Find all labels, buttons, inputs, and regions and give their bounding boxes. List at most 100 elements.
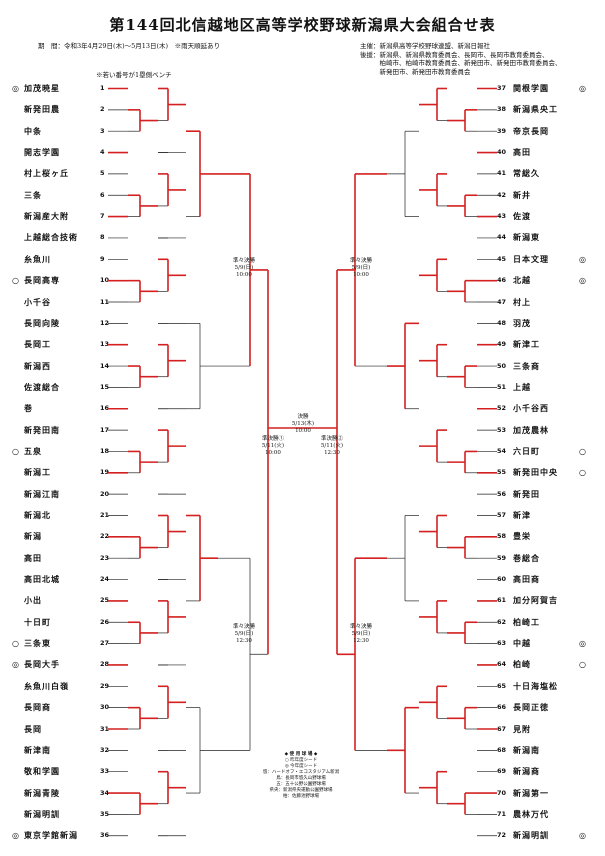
team-name: 開志学園 [24,147,60,158]
team-number: 29 [100,681,110,690]
qf-box-4: 準々決勝 5/9(日) 12:30 [341,624,381,645]
team-name: 巻 [24,403,33,414]
team-number: 24 [100,575,110,584]
team-name: 柏崎工 [513,616,540,627]
team-number: 67 [497,724,507,733]
team-name: 佐渡 [513,211,531,222]
semi-left-time: 10:00 [265,450,281,456]
team-number: 30 [100,703,110,712]
team-name: 三条東 [24,638,51,649]
team-name: 村上桜ヶ丘 [24,168,69,179]
team-name: 新津南 [24,744,51,755]
team-name: 新潟明訓 [24,808,60,819]
team-name: 新潟江南 [24,488,60,499]
team-number: 54 [497,446,507,455]
team-row: 67 見附 [497,723,593,736]
seed-mark: ◎ [579,254,586,264]
team-number: 6 [100,190,105,199]
team-number: 28 [100,660,110,669]
team-number: 59 [497,553,507,562]
qf-2-time: 12:30 [236,638,252,644]
team-name: 常総久 [513,168,540,179]
team-name: 新潟第一 [513,787,549,798]
seed-mark: ◎ [579,276,586,286]
legend-line-7: 柏：佐藤池野球場 [283,794,319,799]
team-number: 8 [100,233,105,242]
team-number: 15 [100,382,110,391]
team-number: 1 [100,84,105,92]
team-name: 中越 [513,638,531,649]
team-name: 三条商 [513,360,540,371]
seed-mark: ◎ [12,831,19,841]
qf-1-label: 準々決勝 [232,258,255,264]
team-name: 羽茂 [513,317,531,328]
venue-legend: ◆ 使 用 球 場 ◆ ○ 昨年度シード ◎ 今年度シード 悠：ハードオフ・エコ… [226,752,376,800]
qf-box-3: 準々決勝 5/9(日) 10:00 [341,258,381,279]
team-number: 11 [100,297,110,306]
qf-4-label: 準々決勝 [349,624,372,630]
team-number: 40 [497,148,507,157]
team-name: 新発田農 [24,104,60,115]
team-name: 柏崎 [513,659,531,670]
bench-note: ※若い番号が1塁側ベンチ [96,71,172,79]
semi-left-label: 準決勝① [261,436,284,442]
team-number: 47 [497,297,507,306]
team-number: 9 [100,254,105,263]
legend-line-3: 悠：ハードオフ・エコスタジアム新潟 [262,770,340,775]
team-number: 39 [497,126,507,135]
team-name: 農林万代 [513,808,549,819]
team-number: 27 [100,639,110,648]
legend-line-1: ○ 昨年度シード [284,758,318,763]
team-number: 25 [100,596,110,605]
team-number: 71 [497,809,507,818]
team-name: 五泉 [24,445,42,456]
qf-4-date: 5/9(日) [351,631,371,637]
team-number: 46 [497,276,507,285]
team-number: 20 [100,489,110,498]
team-name: 東京学館新潟 [24,830,78,841]
team-name: 高田 [24,552,42,563]
team-name: 見附 [513,723,531,734]
team-name: 新潟商 [513,766,540,777]
team-name: 北越 [513,275,531,286]
semi-right-date: 5/11(火) [320,443,344,449]
team-number: 38 [497,105,507,114]
team-number: 10 [100,276,110,285]
team-name: 長岡工 [24,339,51,350]
team-name: 糸魚川白嶺 [24,680,69,691]
team-number: 26 [100,617,110,626]
team-name: 六日町 [513,445,540,456]
team-name: 関根学園 [513,83,549,93]
team-name: 長岡高専 [24,275,60,286]
team-number: 45 [497,254,507,263]
team-name: 長岡大手 [24,659,60,670]
final-box: 決勝 5/13(木) 10:00 [287,414,319,435]
seed-mark: ○ [579,468,586,478]
team-number: 58 [497,532,507,541]
seed-mark: ○ [12,276,19,286]
team-number: 14 [100,361,110,370]
qf-2-label: 準々決勝 [232,624,255,630]
seed-mark: ○ [579,446,586,456]
team-name: 加分阿賀吉 [513,595,558,606]
team-name: 高田商 [513,574,540,585]
